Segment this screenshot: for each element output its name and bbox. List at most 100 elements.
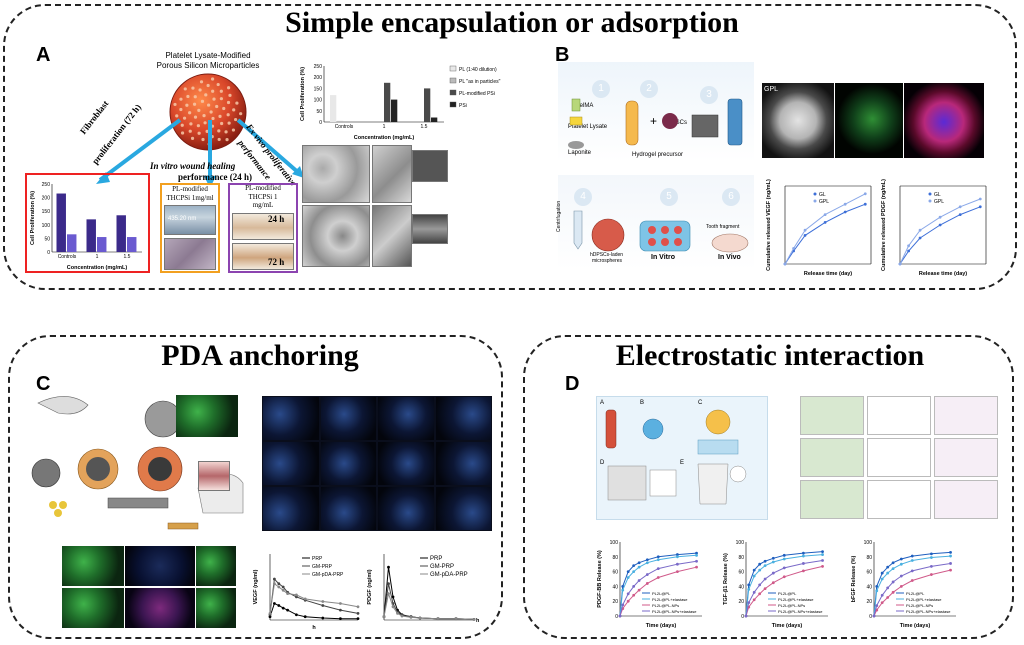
data-point [637,579,641,582]
y-tick-label: 100 [42,223,51,229]
data-point [286,592,289,595]
data-point [875,604,879,608]
data-point [899,557,903,561]
data-point [321,616,325,620]
data-point [907,244,910,248]
data-point [752,598,756,602]
data-point [782,553,786,557]
data-point [303,615,307,619]
data-point [886,596,890,599]
schematic-sub-b: B [640,400,645,406]
data-point [339,608,342,612]
data-point [268,612,272,615]
data-point [454,617,458,621]
data-point [744,614,748,618]
legend-label: GPL [819,199,829,205]
data-point [632,585,636,588]
panel-b-workflow-illustration [573,210,749,253]
bar [86,219,96,252]
fluorescence-tile [378,397,434,440]
data-point [843,202,847,206]
in-vivo-label: In Vivo [718,254,741,261]
exvivo-caption-2: THCPSi 1 [248,193,278,201]
data-point [632,570,636,573]
gpl-image-label: GPL [764,86,779,93]
panel-letter-b: B [555,44,570,66]
pda-bottom-strip-bottom-1 [62,588,124,628]
section-electrostatic-interaction [523,335,1014,639]
data-point [958,205,962,209]
step-1-badge: 1 [592,80,610,98]
data-point [938,223,942,227]
data-point [277,604,281,607]
data-point [823,221,827,224]
x-tick-label: Controls [58,254,77,260]
data-point [676,555,679,559]
legend-swatch [449,101,457,108]
x-tick-label: 1.5 [421,124,428,130]
data-point [752,590,756,594]
data-point [880,577,884,581]
data-point [472,617,476,621]
porous-silicon-particle-illustration [169,73,247,151]
bar [56,193,66,252]
data-point [880,593,884,597]
legend-swatch [449,77,457,84]
fibroblast-proliferation-panel [25,173,150,273]
y-tick-label: 80 [738,555,744,561]
y-tick-label: 0 [47,250,50,256]
data-point [632,564,636,568]
data-point [802,551,805,555]
data-point [695,565,698,569]
legend-label: GL [934,192,941,198]
data-point [949,550,952,554]
data-point [978,197,982,201]
data-point [626,599,630,603]
panel-a-branch-arrows [96,118,304,188]
docking-tile [867,396,931,435]
data-point [910,559,914,562]
series-line [784,203,866,265]
x-tick-label: 1 [96,254,99,260]
data-point [676,562,679,566]
data-point [891,590,895,594]
data-point [339,602,342,605]
data-point [321,600,325,603]
y-axis-label: Cumulative released VEGF (ng/mL) [766,179,772,271]
data-point [356,612,360,615]
exvivo-caption-1: PL-modified [245,184,281,192]
data-point [891,567,895,571]
data-point [821,565,824,568]
legend-label: PL2L@PL-NPs+elastase [652,609,697,614]
tooth-fragment-label: Tooth fragment [706,224,740,230]
data-point [771,571,775,575]
data-point [387,565,390,569]
data-point [626,570,630,573]
y-axis-label: Cell Proliferation (%) [30,191,36,245]
legend-label: PL2L@PL [652,591,671,596]
legend-label: PL2L@PL+elastase [906,597,942,602]
data-point [821,553,824,556]
data-point [949,568,952,572]
data-point [656,567,660,571]
data-point [303,597,307,601]
x-axis-label: h [312,625,316,631]
centrifugation-label: Centrifugation [556,200,562,232]
y-tick-label: 200 [42,196,51,202]
series-line [383,591,475,620]
pda-bottom-strip-top-1 [62,546,124,586]
data-point [637,561,641,565]
legend-label: PL2L@PL-NPs [652,603,679,608]
wound-measure-label: 435.20 nm [168,216,197,222]
data-point [295,595,298,599]
y-tick-label: 250 [314,64,323,70]
legend-label: PL2L@PL-NPs [906,603,933,608]
data-point [695,551,698,555]
panel-b-process-illustration: + [568,98,743,149]
data-point [321,604,325,607]
docking-tile [867,438,931,477]
schematic-sub-c: C [698,400,703,406]
